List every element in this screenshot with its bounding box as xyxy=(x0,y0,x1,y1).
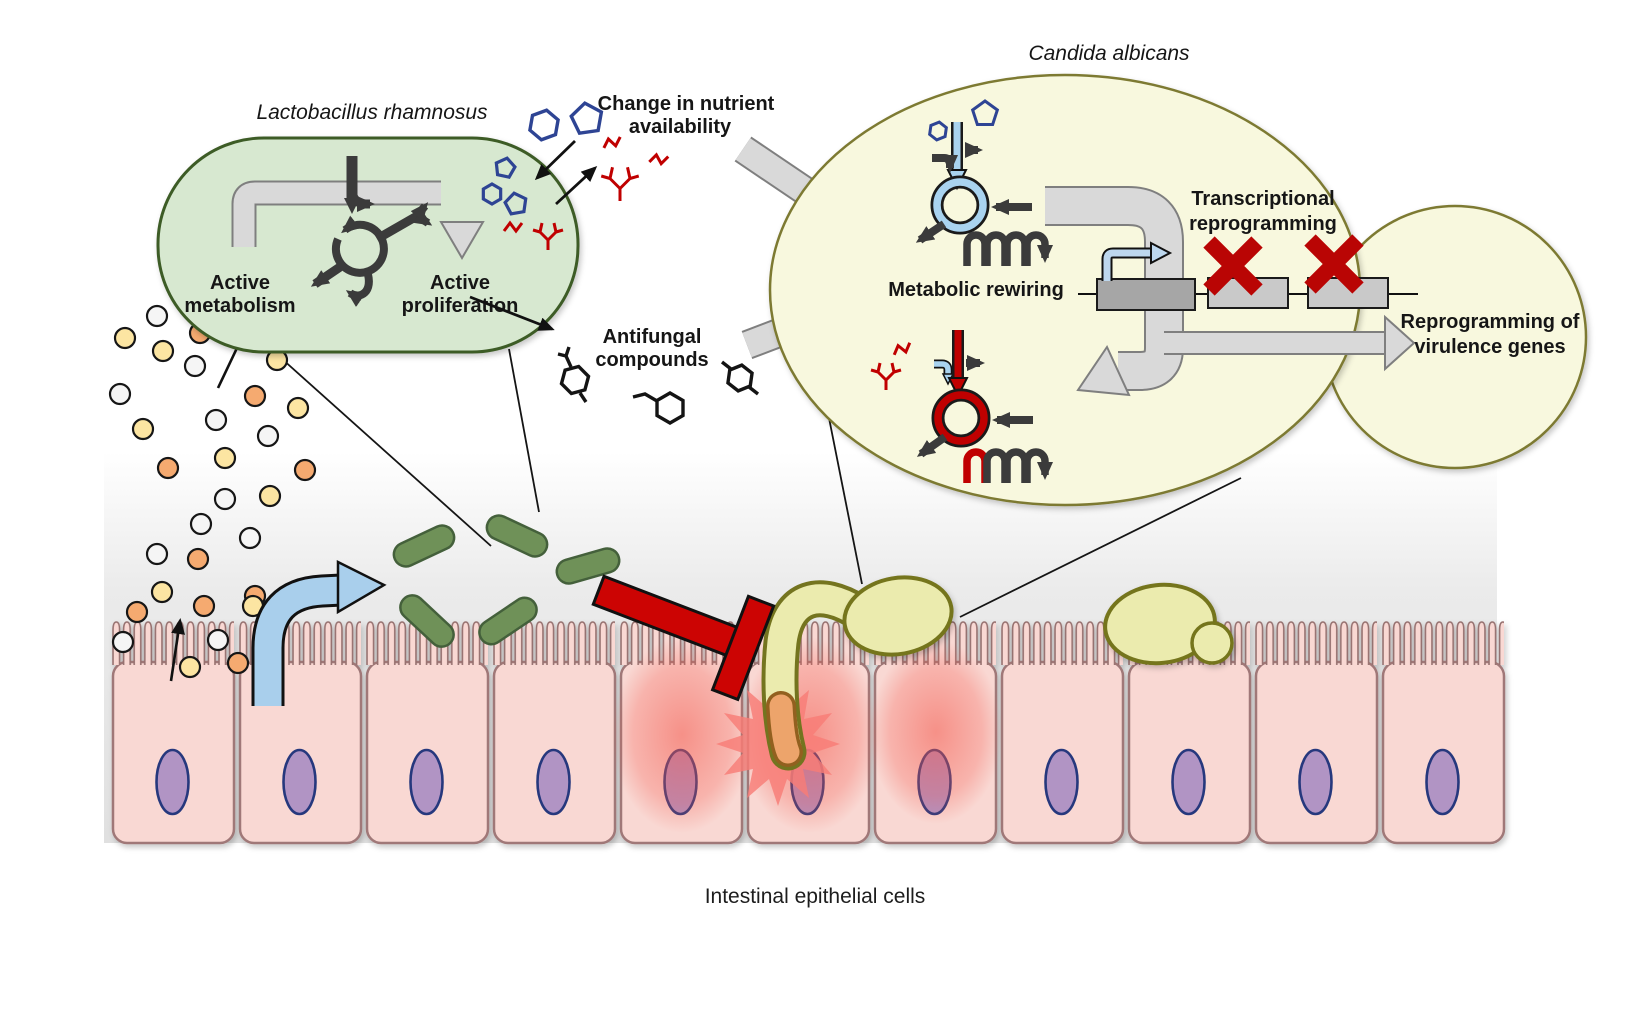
active-metabolism-label: Active xyxy=(210,272,270,294)
antifungal-label2: compounds xyxy=(595,349,708,371)
magnification-lines-candida xyxy=(828,417,1242,618)
translocation-arrow-icon xyxy=(251,559,387,706)
candida-hypha xyxy=(761,580,877,771)
virulence-label: Reprogramming of xyxy=(1401,311,1580,333)
active-metabolism-label2: metabolism xyxy=(184,295,295,317)
candida-yeast-cells xyxy=(842,575,1234,666)
red-cross-icon xyxy=(1203,236,1263,296)
up-arrow-icon xyxy=(169,618,185,682)
lactobacillus-capsule: Active metabolism Active proliferation xyxy=(156,136,580,354)
gene-promoter-box xyxy=(1096,278,1196,311)
gene-locus xyxy=(1078,234,1418,311)
nutrient-exchange-arrows xyxy=(469,139,598,331)
epithelium-caption: Intestinal epithelial cells xyxy=(705,885,926,908)
nutrient-change-label: Change in nutrient xyxy=(598,93,775,115)
metabolic-cycle-red-icon xyxy=(869,330,1053,483)
magnification-lines-lactobacillus xyxy=(280,348,540,547)
yeast-bud xyxy=(1190,621,1234,665)
uptake-arrow-icon xyxy=(534,139,576,181)
transcriptional-label2: reprogramming xyxy=(1189,213,1337,235)
transcriptional-label: Transcriptional xyxy=(1191,188,1334,210)
release-arrow-icon xyxy=(555,165,598,206)
nutrient-change-label2: availability xyxy=(629,116,732,138)
antifungal-arrow-icon xyxy=(469,295,555,331)
amino-acid-molecules-outside xyxy=(599,135,670,203)
metabolism-flow-arrow xyxy=(231,180,485,260)
reprogramming-flow-arrow xyxy=(1045,186,1416,397)
active-proliferation-label2: proliferation xyxy=(402,295,519,317)
metabolic-cycle-blue-icon xyxy=(920,101,1053,266)
metabolic-rewiring-label: Metabolic rewiring xyxy=(888,279,1064,301)
inhibition-tbar-icon xyxy=(591,574,776,702)
active-proliferation-label: Active xyxy=(430,272,490,294)
transcription-start-arrow-icon xyxy=(1101,241,1173,281)
red-cross-icon xyxy=(1304,234,1364,294)
antifungal-molecule-icons xyxy=(558,347,758,423)
virulence-label2: virulence genes xyxy=(1414,336,1565,358)
candida-species-label: Candida albicans xyxy=(1028,42,1190,65)
lactobacillus-species-label: Lactobacillus rhamnosus xyxy=(256,101,488,124)
yeast-cell xyxy=(1103,582,1217,666)
antifungal-label: Antifungal xyxy=(603,326,702,348)
arrowhead-to-virulence xyxy=(1384,314,1416,372)
yeast-cell xyxy=(842,575,954,657)
sugar-molecules-outside xyxy=(529,101,604,142)
metabolic-cycle-icon xyxy=(310,156,433,308)
